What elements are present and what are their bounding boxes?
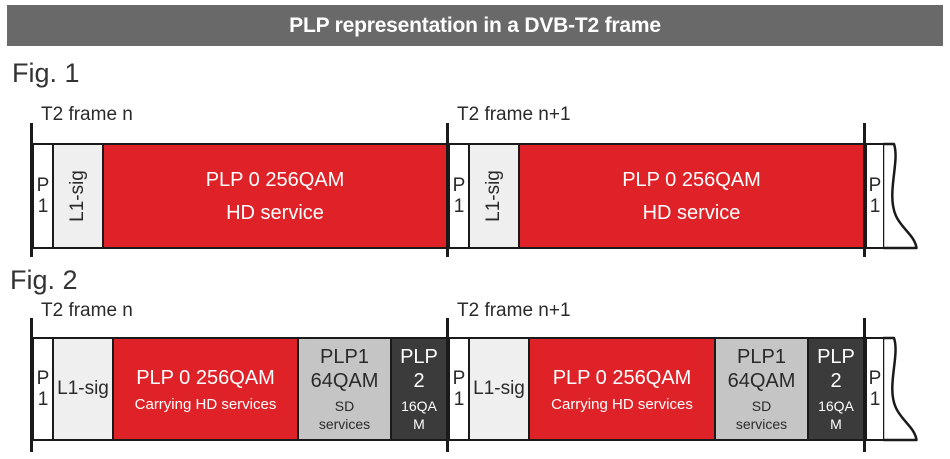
plp1-cell: PLP1 64QAM SD services: [714, 337, 809, 441]
fig2-frame-n-label: T2 frame n: [41, 300, 133, 321]
fig1-frame-start-tick: [30, 123, 33, 257]
plp2-title: PLP 2: [817, 345, 855, 392]
p1-cell: P 1: [865, 143, 885, 249]
plp0-subtitle: Carrying HD services: [551, 395, 693, 413]
p1-cell: P 1: [32, 337, 54, 441]
fig2-frame-n1-label: T2 frame n+1: [457, 300, 571, 321]
fig1-frame-n-label: T2 frame n: [41, 104, 133, 125]
plp2-cell: PLP 2 16QA M: [807, 337, 865, 441]
plp2-cell: PLP 2 16QA M: [390, 337, 448, 441]
plp2-subtitle: 16QA M: [818, 397, 854, 432]
fig2-t2-frame-n1: P 1 L1-sig PLP 0 256QAM Carrying HD serv…: [448, 337, 865, 441]
l1-sig-label: L1-sig: [67, 170, 88, 222]
fig1-label: Fig. 1: [12, 58, 80, 88]
p1-cell: P 1: [865, 337, 885, 441]
fig1-t2-frame-n1: P 1 L1-sig PLP 0 256QAM HD service: [448, 143, 865, 249]
plp0-title: PLP 0 256QAM: [552, 366, 692, 389]
l1-sig-label: L1-sig: [483, 170, 504, 222]
l1-sig-label: L1-sig: [473, 378, 525, 399]
plp0-cell: PLP 0 256QAM HD service: [102, 143, 448, 249]
plp1-title: PLP1 64QAM: [727, 345, 796, 392]
fig2-frame-start-tick: [30, 318, 33, 452]
l1-sig-cell: L1-sig: [52, 143, 104, 249]
plp2-title: PLP 2: [400, 345, 438, 392]
l1-sig-label: L1-sig: [57, 378, 109, 399]
plp0-subtitle: HD service: [642, 201, 741, 224]
fig1-frame-n1-label: T2 frame n+1: [457, 104, 571, 125]
plp1-subtitle: SD services: [318, 397, 371, 432]
l1-sig-cell: L1-sig: [52, 337, 114, 441]
plp1-cell: PLP1 64QAM SD services: [297, 337, 392, 441]
frame-continuation-tear-icon: [883, 142, 918, 250]
plp0-cell: PLP 0 256QAM HD service: [518, 143, 865, 249]
plp1-title: PLP1 64QAM: [310, 345, 379, 392]
plp0-title: PLP 0 256QAM: [622, 168, 761, 191]
plp2-subtitle: 16QA M: [401, 397, 437, 432]
fig2-next-frame-start: P 1: [865, 337, 885, 441]
p1-cell: P 1: [32, 143, 54, 249]
frame-continuation-tear-icon: [883, 336, 918, 442]
plp0-subtitle: Carrying HD services: [134, 395, 277, 413]
plp0-cell: PLP 0 256QAM Carrying HD services: [528, 337, 716, 441]
p1-cell: P 1: [448, 143, 470, 249]
plp0-title: PLP 0 256QAM: [205, 168, 345, 191]
plp0-title: PLP 0 256QAM: [136, 366, 275, 389]
fig2-t2-frame-n: P 1 L1-sig PLP 0 256QAM Carrying HD serv…: [32, 337, 448, 441]
page-title: PLP representation in a DVB-T2 frame: [289, 13, 661, 37]
plp0-cell: PLP 0 256QAM Carrying HD services: [112, 337, 299, 441]
fig1-next-frame-start: P 1: [865, 143, 885, 249]
l1-sig-cell: L1-sig: [468, 337, 530, 441]
title-bar: PLP representation in a DVB-T2 frame: [7, 5, 943, 46]
fig2-label: Fig. 2: [10, 265, 78, 295]
l1-sig-cell: L1-sig: [468, 143, 520, 249]
plp0-subtitle: HD service: [226, 201, 324, 224]
plp1-subtitle: SD services: [735, 397, 788, 432]
fig1-t2-frame-n: P 1 L1-sig PLP 0 256QAM HD service: [32, 143, 448, 249]
p1-cell: P 1: [448, 337, 470, 441]
